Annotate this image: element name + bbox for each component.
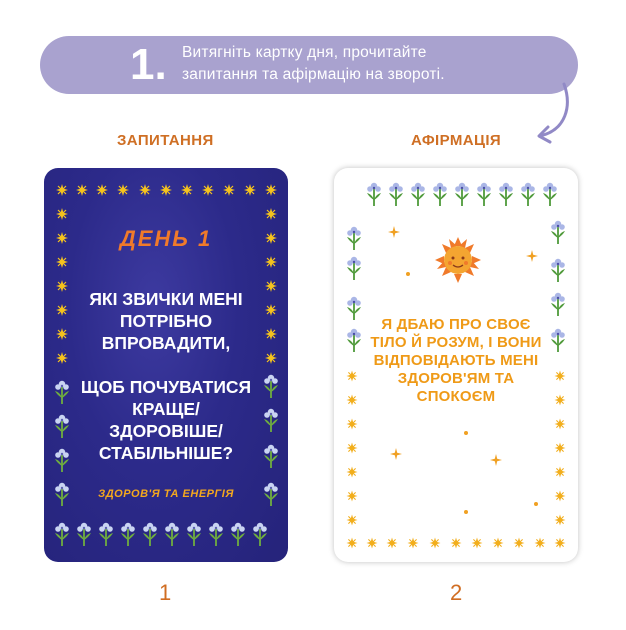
- step-instruction-line-1: Витягніть картку дня, прочитайте: [182, 44, 427, 61]
- instruction-banner: [40, 36, 578, 94]
- affirmation-card[interactable]: Я ДБАЮ ПРО СВОЄ ТІЛО Й РОЗУМ, І ВОНИ ВІД…: [334, 168, 578, 562]
- sun-face-icon: [435, 237, 481, 283]
- question-card[interactable]: ДЕНЬ 1 ЯКІ ЗВИЧКИ МЕНІ ПОТРІБНО ВПРОВАДИ…: [44, 168, 288, 562]
- affirmation-card-border: [345, 181, 567, 550]
- affirmation-text: Я ДБАЮ ПРО СВОЄ ТІЛО Й РОЗУМ, І ВОНИ ВІД…: [370, 316, 542, 405]
- question-label: ЗАПИТАННЯ: [117, 132, 214, 149]
- step-number: 1.: [130, 40, 167, 89]
- sparkle-star-icon: [345, 226, 567, 550]
- category-label: ЗДОРОВ'Я ТА ЕНЕРГІЯ: [98, 488, 234, 500]
- affirmation-label: АФІРМАЦІЯ: [411, 132, 502, 149]
- card-number-1: 1: [159, 580, 172, 605]
- step-instruction-line-2: запитання та афірмацію на звороті.: [182, 66, 445, 83]
- step-instruction: Витягніть картку дня, прочитайте запитан…: [182, 42, 562, 86]
- day-title: ДЕНЬ 1: [119, 226, 213, 251]
- question-part-1: ЯКІ ЗВИЧКИ МЕНІ ПОТРІБНО ВПРОВАДИТИ,: [89, 289, 243, 353]
- card-number-2: 2: [450, 580, 463, 605]
- question-text: ЯКІ ЗВИЧКИ МЕНІ ПОТРІБНО ВПРОВАДИТИ, ЩОБ…: [74, 288, 258, 464]
- question-part-2: ЩОБ ПОЧУВАТИСЯ КРАЩЕ/ ЗДОРОВІШЕ/ СТАБІЛЬ…: [80, 377, 252, 463]
- curved-arrow-icon: [537, 82, 569, 144]
